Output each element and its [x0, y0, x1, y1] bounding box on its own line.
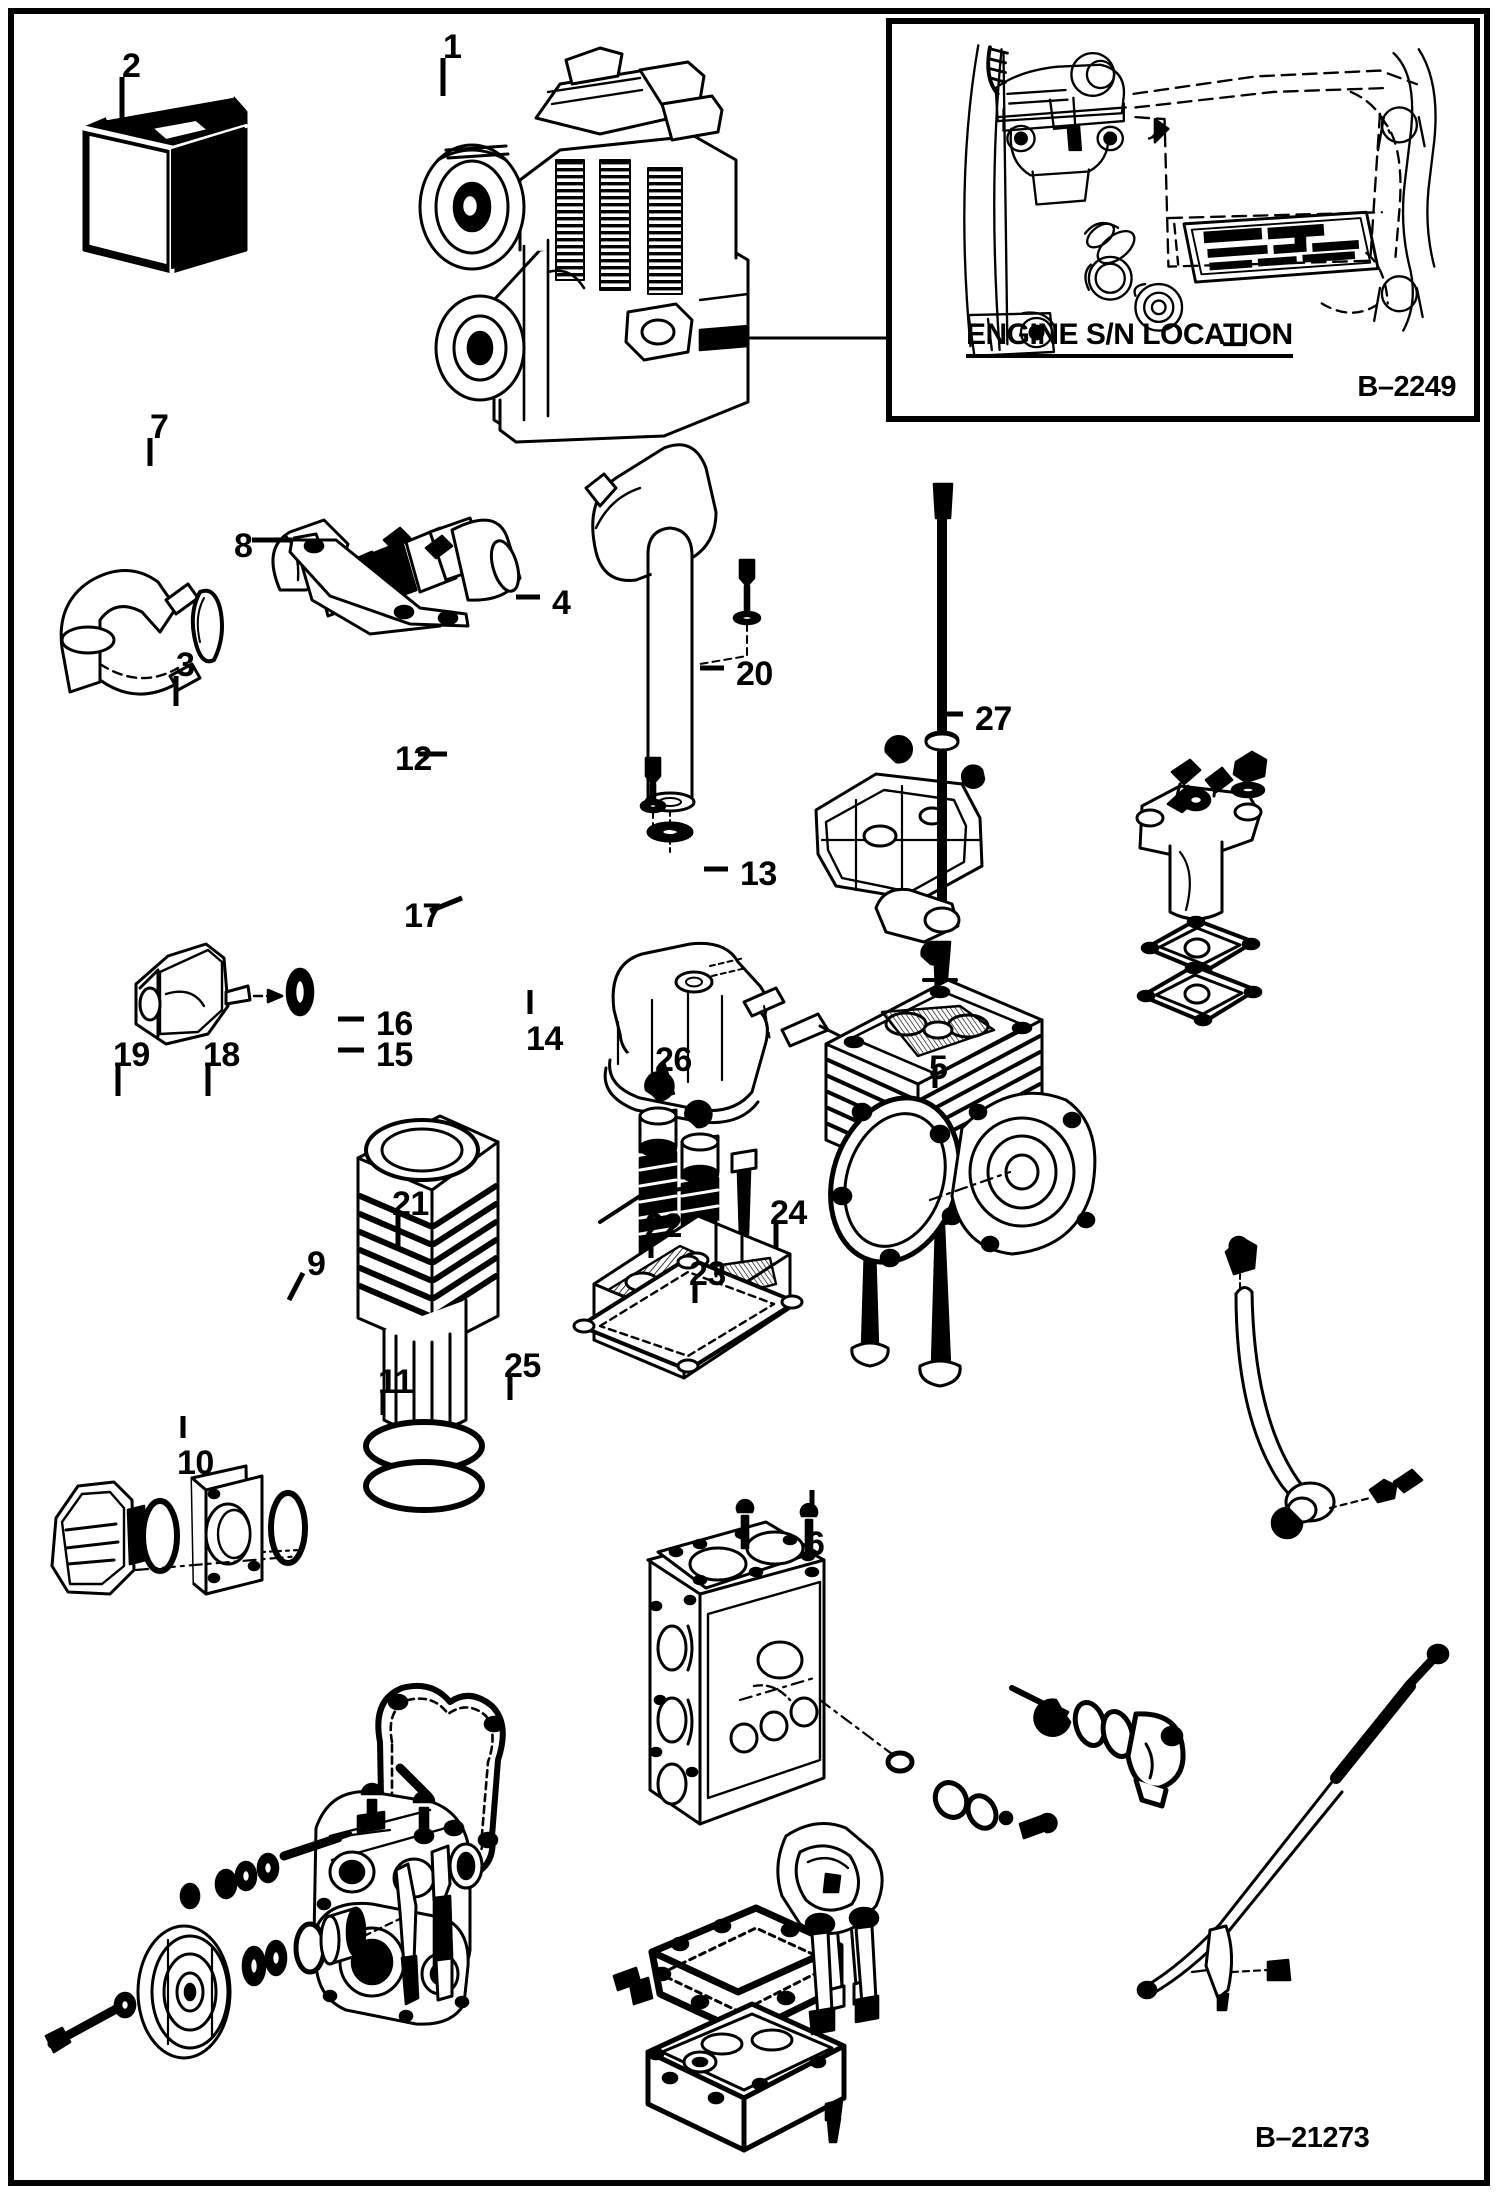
callout-26-flywheel-housing-gasket: 26	[655, 1041, 692, 1079]
part-7-intake-manifold	[59, 569, 202, 696]
callout-17-valve-spring-kit: 17	[404, 897, 441, 935]
part-22-23-washers	[818, 1698, 1058, 1840]
callout-18-adapter-plate-o-ring: 18	[203, 1036, 240, 1074]
callout-16-cylinder-o-ring-upper: 16	[376, 1005, 413, 1043]
part-12-valve-cover	[603, 941, 769, 1125]
callout-leaders	[115, 58, 963, 1516]
callout-5-oil-supply-tube: 5	[929, 1049, 948, 1087]
part-1-engine-assembly	[418, 46, 932, 444]
engine-sn-location-inset: ENGINE S/N LOCATION B–2249	[886, 18, 1480, 422]
part-26-flywheel-housing-gasket	[828, 1091, 1097, 1268]
callout-15-cylinder-o-ring-lower: 15	[376, 1036, 413, 1074]
callout-23-seal-and-retainer: 23	[689, 1255, 726, 1293]
page-border	[8, 8, 1490, 2186]
callout-21-timing-cover-gasket: 21	[392, 1185, 429, 1223]
callout-4-exhaust-gasket: 4	[552, 584, 571, 622]
callout-14-head-gasket: 14	[526, 1020, 563, 1058]
part-6-dipstick	[1136, 1643, 1450, 2012]
callout-25-oil-pan-gasket: 25	[504, 1347, 541, 1385]
part-connecting-rod	[776, 1822, 884, 2036]
part-14-head-gasket	[572, 1206, 804, 1380]
callout-7-intake-manifold-gasket: 7	[150, 408, 169, 446]
sn-location-illustration	[963, 44, 1437, 358]
part-7-gasket	[190, 588, 224, 664]
leader-9	[286, 1271, 306, 1302]
callout-27-fuel-pump-gaskets: 27	[975, 700, 1012, 738]
part-2-gasket-kit-box	[81, 94, 248, 275]
callout-12-valve-cover: 12	[395, 740, 432, 778]
callout-6-dipstick: 6	[806, 1525, 825, 1563]
callout-11-oil-pick-up: 11	[378, 1363, 413, 1401]
part-11-oil-pickup	[394, 1819, 465, 2006]
inset-title: ENGINE S/N LOCATION	[966, 318, 1293, 358]
callout-3-starter-o-ring: 3	[176, 646, 195, 684]
callout-1-engine-assembly: 1	[443, 28, 462, 66]
callout-13-cylinder-head: 13	[740, 855, 777, 893]
part-17-valve-train-kit	[598, 986, 862, 1311]
drawing-reference-code: B–21273	[1255, 2122, 1370, 2154]
part-20-governor-linkage	[814, 482, 986, 998]
part-27-fuel-pump	[1135, 750, 1268, 1027]
callout-24-rocker-arm-bushing: 24	[770, 1194, 807, 1232]
callout-8-intake-tube-assembly: 8	[234, 527, 253, 565]
callout-22-camshaft-thrust-washer: 22	[645, 1207, 682, 1245]
part-hydraulic-pump-group	[50, 1464, 308, 1596]
part-5-oil-tube	[1224, 1235, 1424, 1540]
part-engine-block	[646, 1498, 826, 1826]
callout-10-crankshaft-pulley-kit: 10	[177, 1444, 214, 1482]
callout-19-hydraulic-pump-o-ring: 19	[113, 1036, 150, 1074]
callout-20-governor-linkage: 20	[736, 655, 773, 693]
part-24-rocker-bushing	[1009, 1685, 1186, 1809]
callout-2-gasket-kit-box: 2	[122, 47, 141, 85]
callout-9-timing-gear-cover: 9	[307, 1245, 326, 1283]
inset-reference-code: B–2249	[1357, 371, 1456, 403]
part-10-crank-pulley-kit	[44, 1828, 412, 2060]
part-3-starter-o-ring	[134, 942, 315, 1046]
leader-17	[429, 895, 463, 914]
part-cylinder-with-fins	[356, 1114, 500, 1513]
part-8-intake-tube	[271, 516, 522, 636]
leader-26	[660, 1062, 676, 1096]
part-muffler	[584, 443, 762, 855]
